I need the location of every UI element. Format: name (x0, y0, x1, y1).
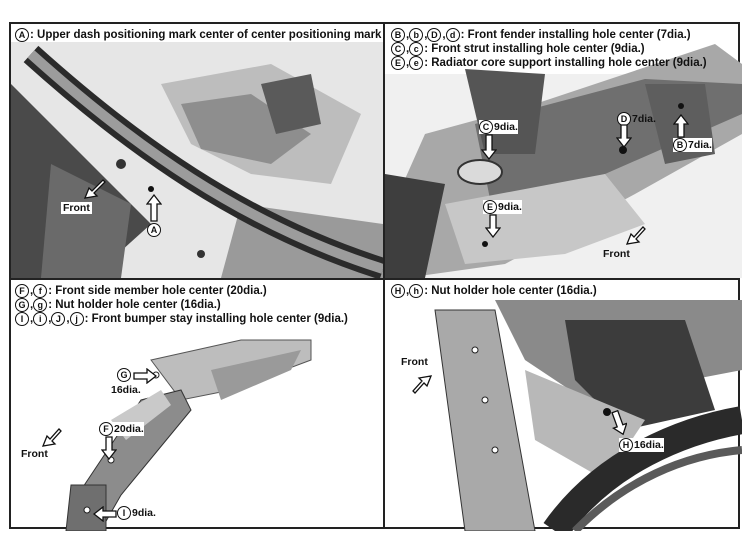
front-arrow-icon (625, 226, 646, 245)
caption-line-1: F,f: Front side member hole center (20di… (15, 284, 348, 298)
down-arrow-icon (485, 214, 501, 238)
dash-photo (11, 42, 383, 278)
figure-frame: A: Upper dash positioning mark center of… (9, 22, 742, 531)
front-label: Front (21, 448, 48, 460)
panel-top-right: B,b,D,d: Front fender installing hole ce… (385, 24, 742, 278)
caption-tr: B,b,D,d: Front fender installing hole ce… (391, 28, 707, 71)
caption-line-2: G,g: Nut holder hole center (16dia.) (15, 298, 348, 313)
callout-g-dia: 16dia. (111, 384, 141, 396)
down-arrow-icon (481, 134, 497, 160)
caption-text: : Upper dash positioning mark center of … (30, 29, 382, 42)
panel-top-left: A: Upper dash positioning mark center of… (11, 24, 383, 278)
caption-line-2: C,c: Front strut installing hole center … (391, 42, 707, 57)
right-arrow-icon (133, 368, 157, 384)
vertical-divider (383, 24, 385, 527)
panel-bottom-right: H,h: Nut holder hole center (16dia.) Fro… (385, 280, 742, 531)
fender-photo (385, 44, 742, 278)
front-arrow-icon (41, 428, 62, 447)
front-label: Front (61, 202, 92, 214)
caption-tl: A: Upper dash positioning mark center of… (15, 28, 381, 42)
nut-holder-photo (434, 300, 742, 531)
panel-bottom-left: F,f: Front side member hole center (20di… (11, 280, 383, 531)
front-arrow-icon (83, 179, 106, 199)
letter-a-circle: A (15, 28, 29, 42)
caption-line-3: I,i,J,j: Front bumper stay installing ho… (15, 312, 348, 327)
down-arrow-icon (101, 436, 117, 460)
down-arrow-icon (616, 124, 632, 148)
callout-a: A (147, 223, 162, 237)
caption-line-1: B,b,D,d: Front fender installing hole ce… (391, 28, 707, 42)
horizontal-divider (11, 278, 738, 280)
down-arrow-icon (611, 410, 627, 436)
front-label: Front (401, 356, 428, 368)
caption-bl: F,f: Front side member hole center (20di… (15, 284, 348, 327)
front-label: Front (603, 248, 630, 260)
left-arrow-icon (93, 506, 117, 522)
up-arrow-icon (146, 194, 162, 222)
caption-line-3: E,e: Radiator core support installing ho… (391, 56, 707, 71)
up-arrow-icon (673, 114, 689, 138)
caption-br: H,h: Nut holder hole center (16dia.) (391, 284, 597, 298)
front-arrow-icon (412, 375, 433, 394)
callout-g: G (117, 368, 132, 382)
